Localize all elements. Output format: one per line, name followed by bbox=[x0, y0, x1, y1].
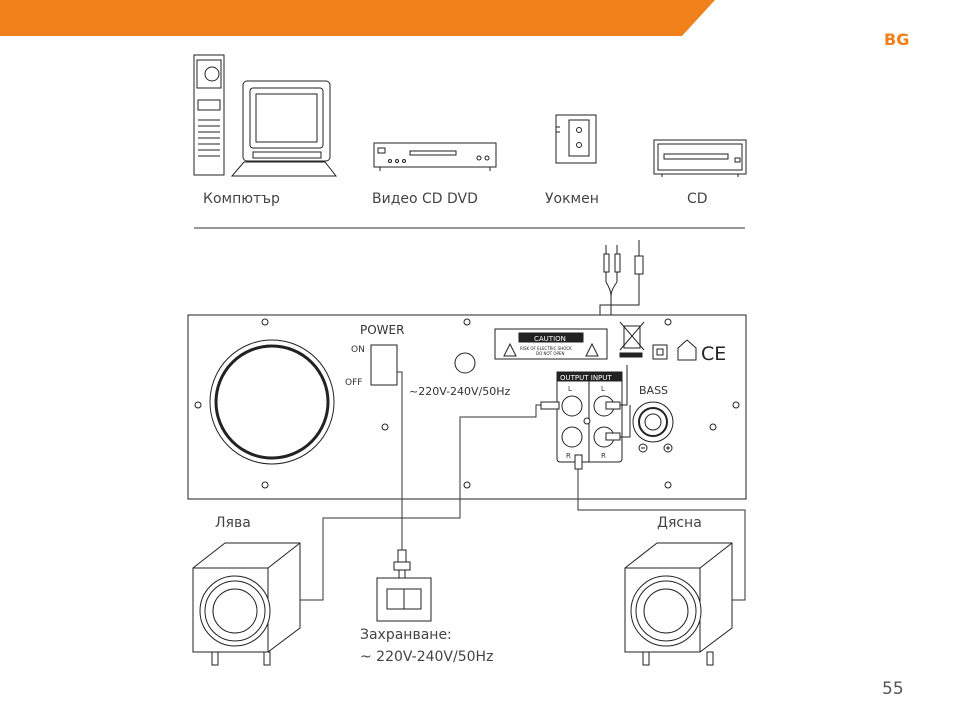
power-plug-icon bbox=[376, 549, 432, 622]
video-player-icon bbox=[373, 142, 497, 171]
page-number: 55 bbox=[882, 679, 904, 699]
right-speaker-icon bbox=[624, 542, 733, 666]
bass-knob[interactable] bbox=[632, 401, 674, 443]
left-speaker-label: Лява bbox=[215, 515, 251, 531]
on-label: ON bbox=[351, 345, 365, 355]
device-label-computer: Компютър bbox=[203, 191, 280, 207]
power-label: POWER bbox=[360, 323, 404, 337]
caution-sub1: RISK OF ELECTRIC SHOCK bbox=[520, 346, 572, 351]
caution-label bbox=[494, 328, 608, 360]
indoor-use-icon bbox=[677, 339, 697, 361]
double-insulation-icon bbox=[652, 344, 668, 360]
power-cord-socket bbox=[454, 352, 476, 374]
panel-voltage-label: ~220V-240V/50Hz bbox=[409, 385, 511, 398]
ce-mark: CE bbox=[701, 343, 726, 365]
jack-r2: R bbox=[601, 452, 606, 460]
power-supply-value: ~ 220V-240V/50Hz bbox=[360, 649, 494, 665]
cd-player-icon bbox=[653, 139, 747, 177]
header-band bbox=[0, 0, 715, 36]
device-label-video: Видео CD DVD bbox=[372, 191, 478, 207]
jack-r1: R bbox=[566, 452, 571, 460]
woofer-icon bbox=[209, 339, 335, 465]
caution-text: CAUTION bbox=[534, 335, 566, 343]
power-switch[interactable] bbox=[370, 344, 398, 386]
device-label-cd: CD bbox=[687, 191, 708, 207]
input-plugs bbox=[605, 365, 631, 441]
jack-block bbox=[556, 371, 623, 463]
computer-icon bbox=[193, 54, 338, 177]
output-input-label: OUTPUT INPUT bbox=[560, 374, 612, 382]
walkman-icon bbox=[555, 114, 597, 164]
left-speaker-icon bbox=[192, 542, 301, 666]
device-label-walkman: Уокмен bbox=[545, 191, 599, 207]
weee-icon bbox=[619, 321, 645, 358]
jack-l2: L bbox=[601, 385, 605, 393]
off-label: OFF bbox=[345, 378, 362, 388]
power-supply-label: Захранване: bbox=[360, 627, 452, 643]
bass-minus-plus bbox=[638, 443, 673, 453]
jack-l1: L bbox=[568, 385, 572, 393]
caution-sub2: DO NOT OPEN bbox=[536, 351, 564, 356]
bass-label: BASS bbox=[639, 384, 668, 397]
language-code: BG bbox=[884, 30, 910, 49]
right-speaker-label: Дясна bbox=[657, 515, 702, 531]
wiring bbox=[300, 371, 746, 601]
